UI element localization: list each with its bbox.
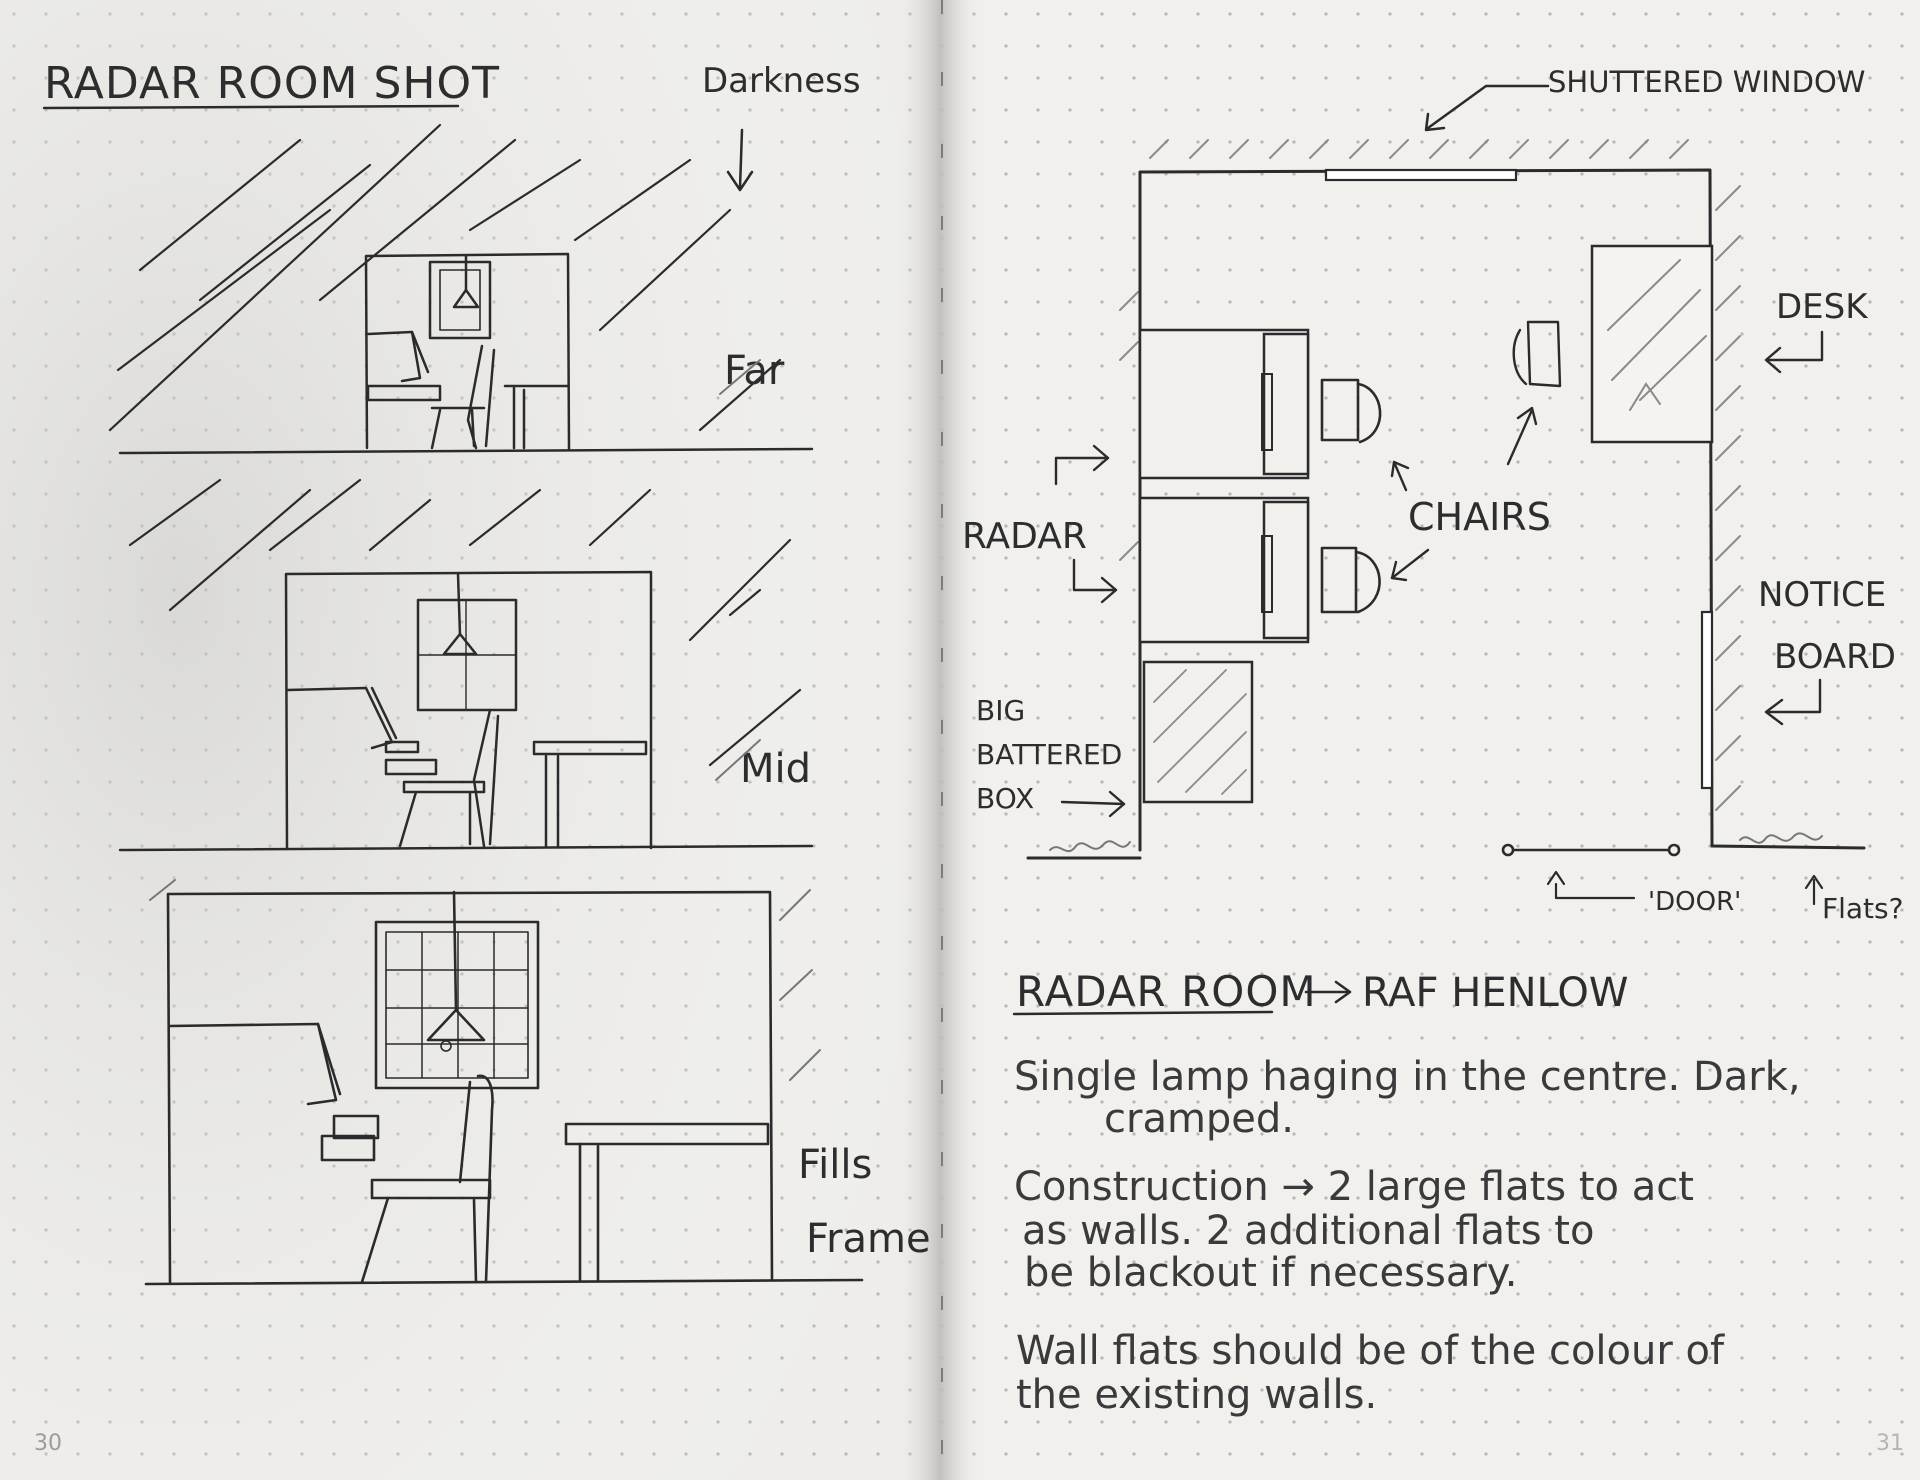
radar-arrows: [1054, 444, 1118, 604]
page-shadow: [0, 0, 900, 1480]
notes-heading-underline: [1012, 1010, 1274, 1016]
chair-radar-bottom: [1320, 546, 1381, 614]
note-line-7: the existing walls.: [1016, 1372, 1377, 1418]
notes-heading-arrow: [1304, 980, 1352, 1004]
darkness-hatching-mid: [128, 478, 802, 767]
shot-title-underline: [42, 104, 460, 110]
fills-frame: [144, 890, 864, 1286]
door-arrow: [1546, 870, 1636, 900]
note-line-6: Wall flats should be of the colour of: [1016, 1328, 1725, 1374]
notice-board: [1700, 610, 1714, 790]
label-flats: Flats?: [1822, 892, 1903, 925]
label-fills: Fills: [798, 1142, 872, 1188]
gutter-shadow: [900, 0, 980, 1480]
notice-arrow: [1764, 678, 1822, 726]
label-radar: RADAR: [962, 516, 1087, 557]
darkness-arrow: [726, 128, 754, 192]
darkness-hatching-bottom: [149, 879, 821, 1081]
label-darkness: Darkness: [702, 61, 861, 101]
label-far: Far: [724, 348, 785, 394]
darkness-hatching-top: [108, 123, 782, 432]
label-battered: BATTERED: [976, 738, 1122, 771]
chair-desk: [1512, 320, 1562, 388]
note-line-1: Single lamp haging in the centre. Dark,: [1014, 1054, 1801, 1100]
big-battered-box: [1142, 660, 1254, 804]
label-door: 'DOOR': [1648, 887, 1741, 917]
label-board: BOARD: [1774, 637, 1896, 677]
note-line-3: Construction → 2 large flats to act: [1014, 1164, 1694, 1210]
radar-unit-top: [1138, 328, 1310, 480]
note-line-5: be blackout if necessary.: [1024, 1250, 1517, 1296]
notes-heading-target: RAF HENLOW: [1362, 970, 1628, 1016]
label-desk: DESK: [1776, 287, 1869, 327]
page-number-left: 30: [34, 1431, 62, 1456]
window-arrow: [1424, 84, 1550, 132]
far-label-mark: [719, 359, 761, 395]
radar-unit-bottom: [1138, 496, 1310, 644]
box-arrow: [1060, 790, 1126, 818]
door: [1501, 843, 1681, 857]
mid-label-mark: [715, 739, 761, 781]
wall-hatching: [1119, 139, 1741, 811]
chair-radar-top: [1320, 378, 1382, 444]
label-big: BIG: [976, 694, 1025, 727]
chairs-arrows: [1390, 406, 1538, 582]
label-frame: Frame: [806, 1216, 931, 1262]
desk: [1590, 244, 1714, 444]
label-box: BOX: [976, 782, 1034, 815]
label-shuttered-window: SHUTTERED WINDOW: [1548, 65, 1865, 99]
notes-heading: RADAR ROOM: [1016, 967, 1317, 1016]
flats-arrow: [1804, 874, 1824, 906]
shuttered-window: [1324, 168, 1518, 182]
far-frame: [118, 252, 814, 455]
page-number-right: 31: [1876, 1431, 1904, 1456]
desk-arrow: [1764, 330, 1824, 374]
note-line-2: cramped.: [1104, 1096, 1294, 1142]
ground-hatch: [1049, 832, 1823, 853]
label-notice: NOTICE: [1758, 575, 1886, 615]
label-mid: Mid: [740, 746, 811, 792]
mid-frame: [118, 570, 814, 852]
label-chairs: CHAIRS: [1408, 495, 1551, 539]
shot-title: RADAR ROOM SHOT: [44, 58, 500, 109]
note-line-4: as walls. 2 additional flats to: [1022, 1208, 1594, 1254]
